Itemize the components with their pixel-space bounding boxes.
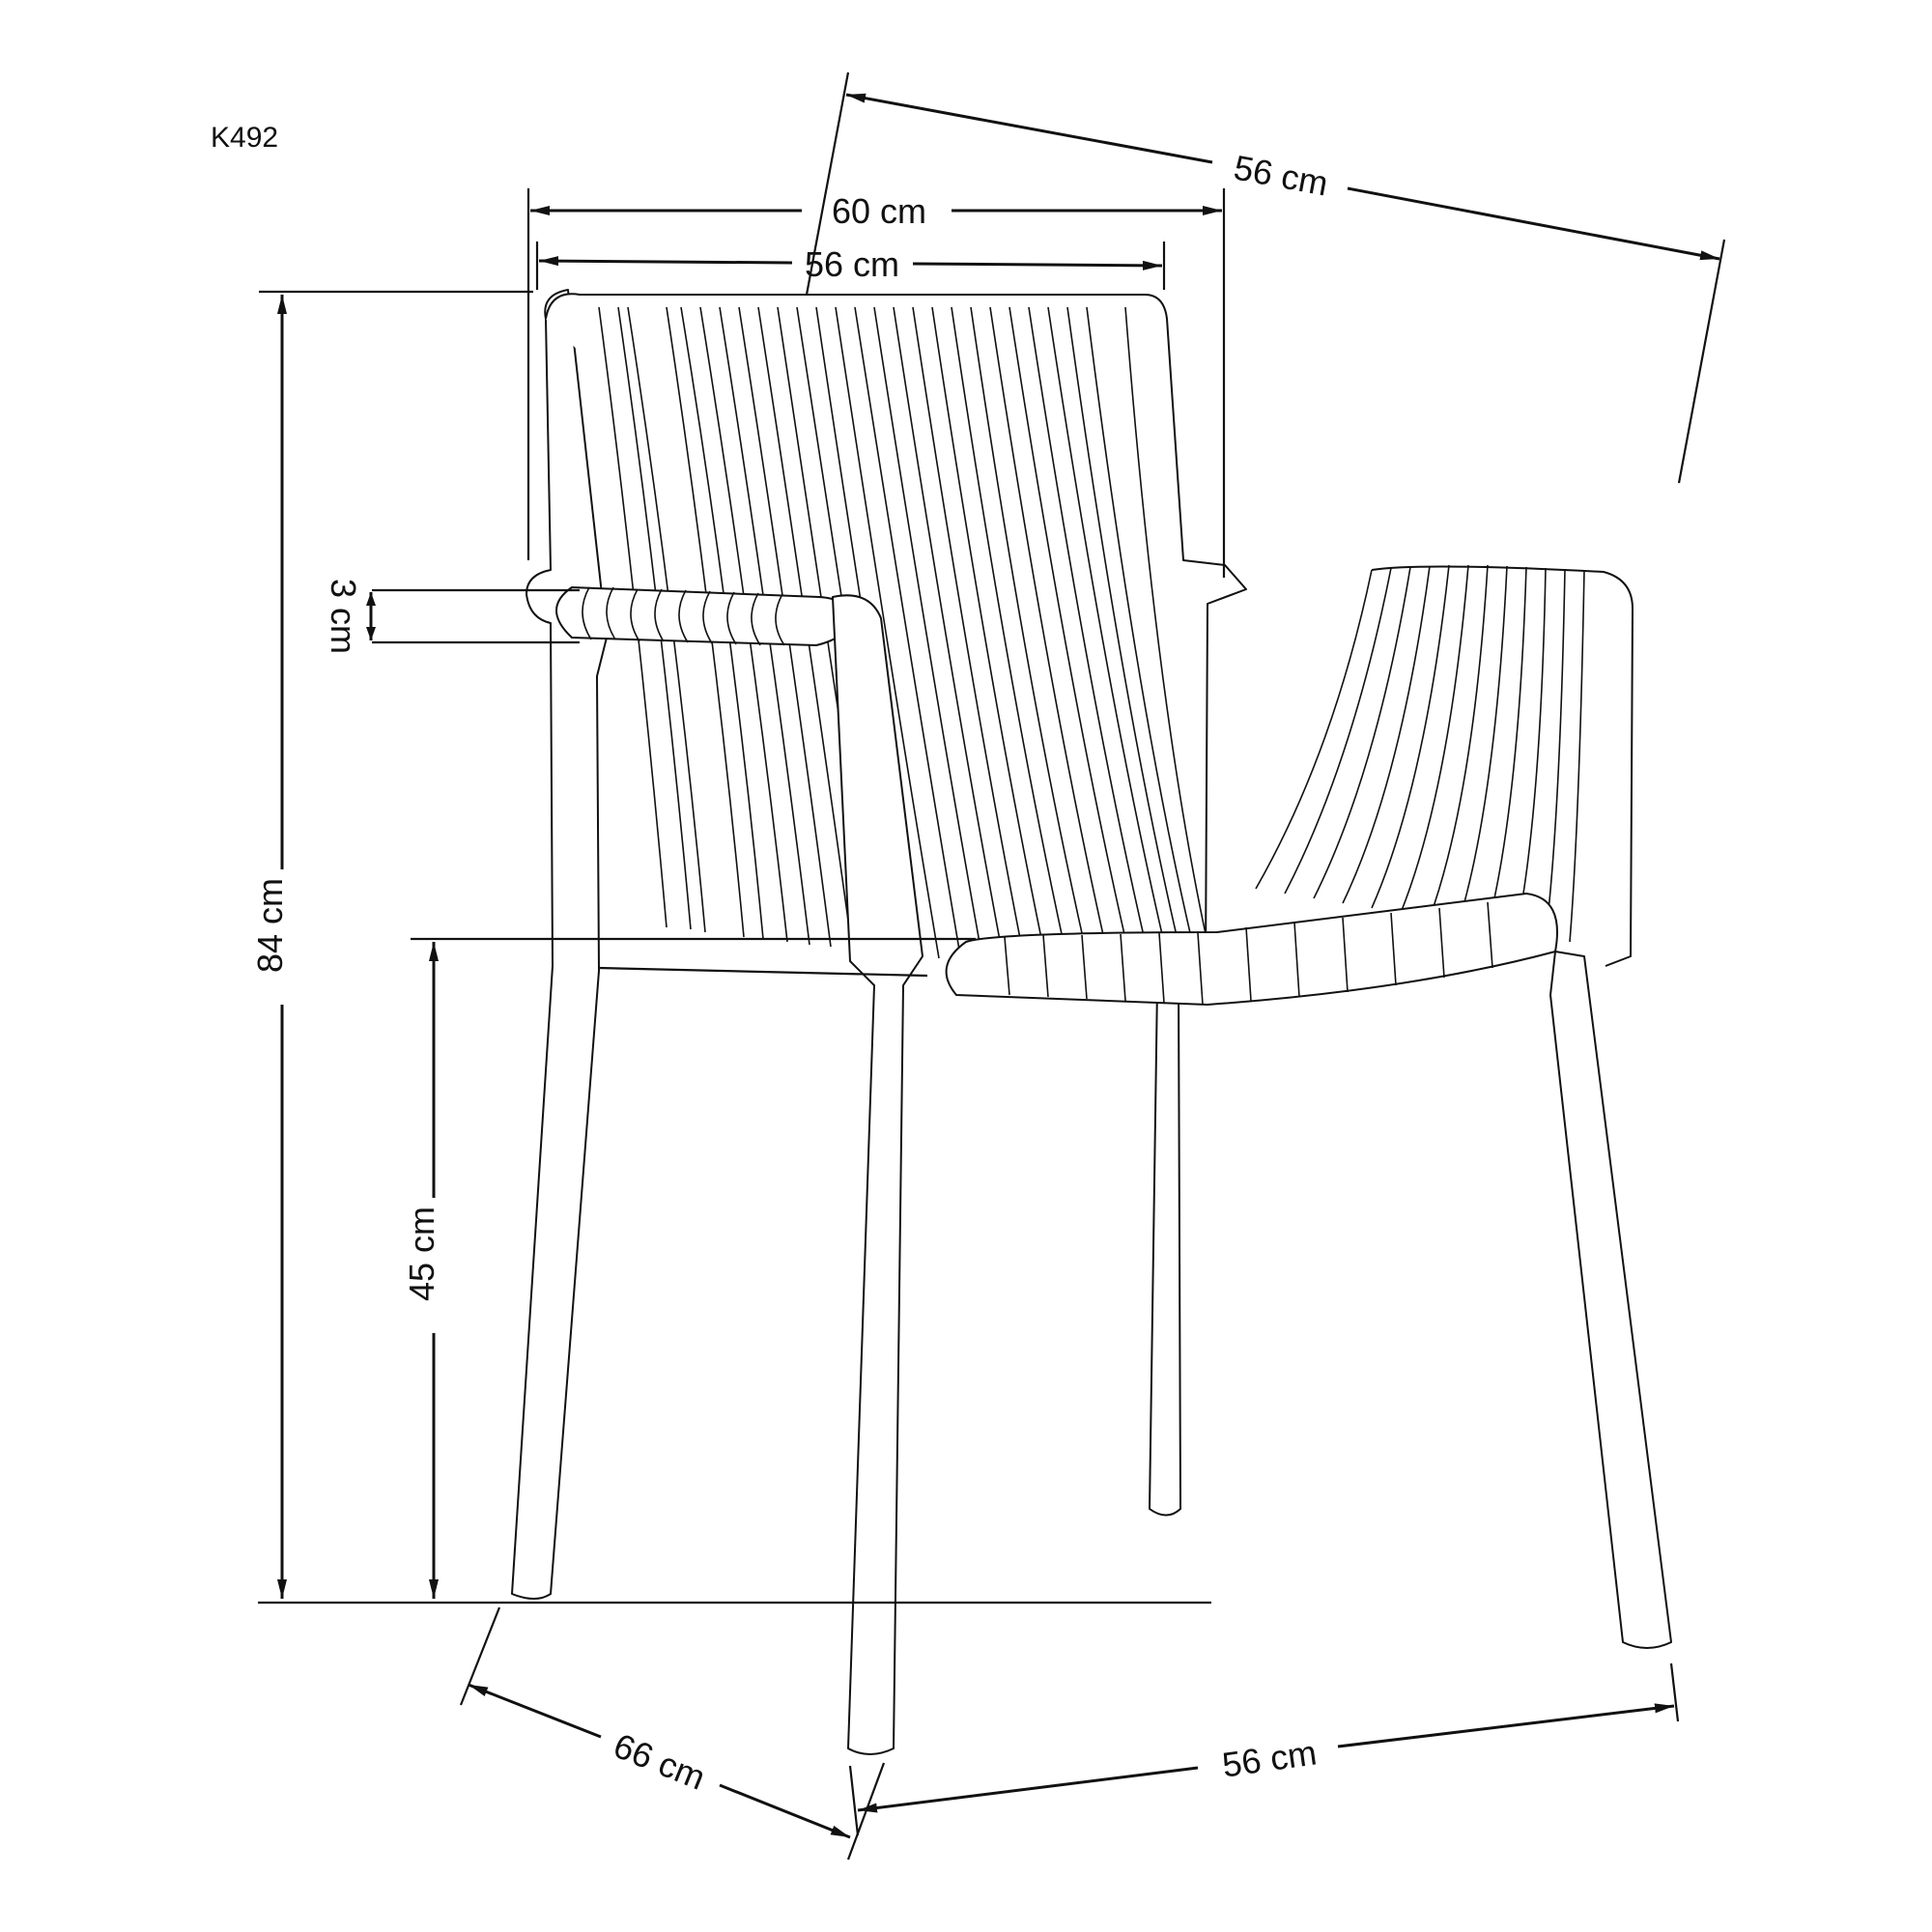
product-code: K492 [211, 122, 278, 154]
seat-height-label: 45 cm [402, 1207, 441, 1301]
armrest-thickness-label: 3 cm [324, 579, 363, 654]
leg-depth-label: 66 cm [609, 1725, 711, 1798]
total-height-label: 84 cm [250, 878, 290, 973]
dim-armrest-thickness: 3 cm [324, 579, 580, 654]
front-left-leg [832, 594, 923, 1755]
backrest-slats [598, 306, 1218, 986]
dim-leg-depth: 66 cm [459, 1606, 886, 1861]
right-side-slats [1255, 564, 1585, 943]
seat-width-label: 56 cm [805, 244, 899, 284]
depth-top-label: 56 cm [1231, 147, 1331, 203]
dim-leg-width: 56 cm [848, 1662, 1680, 1836]
back-right-leg [1149, 984, 1181, 1517]
back-left-leg [511, 289, 608, 1600]
dim-seat-width: 56 cm [535, 242, 1166, 290]
overall-width-label: 60 cm [832, 191, 926, 231]
seat-slat-ends [1004, 901, 1493, 1006]
dim-total-height: 84 cm [250, 290, 533, 1599]
dim-overall-width: 60 cm [526, 188, 1226, 578]
leg-width-label: 56 cm [1220, 1732, 1320, 1784]
left-armrest [555, 586, 853, 646]
front-right-leg [1549, 951, 1672, 1649]
back-frame [545, 293, 1247, 967]
apron-left [598, 966, 928, 978]
left-armrest-wraps [582, 586, 785, 646]
dim-seat-height: 45 cm [402, 937, 976, 1599]
seat [945, 893, 1558, 1006]
right-armrest [1371, 565, 1634, 967]
chair-outline [511, 289, 1672, 1755]
